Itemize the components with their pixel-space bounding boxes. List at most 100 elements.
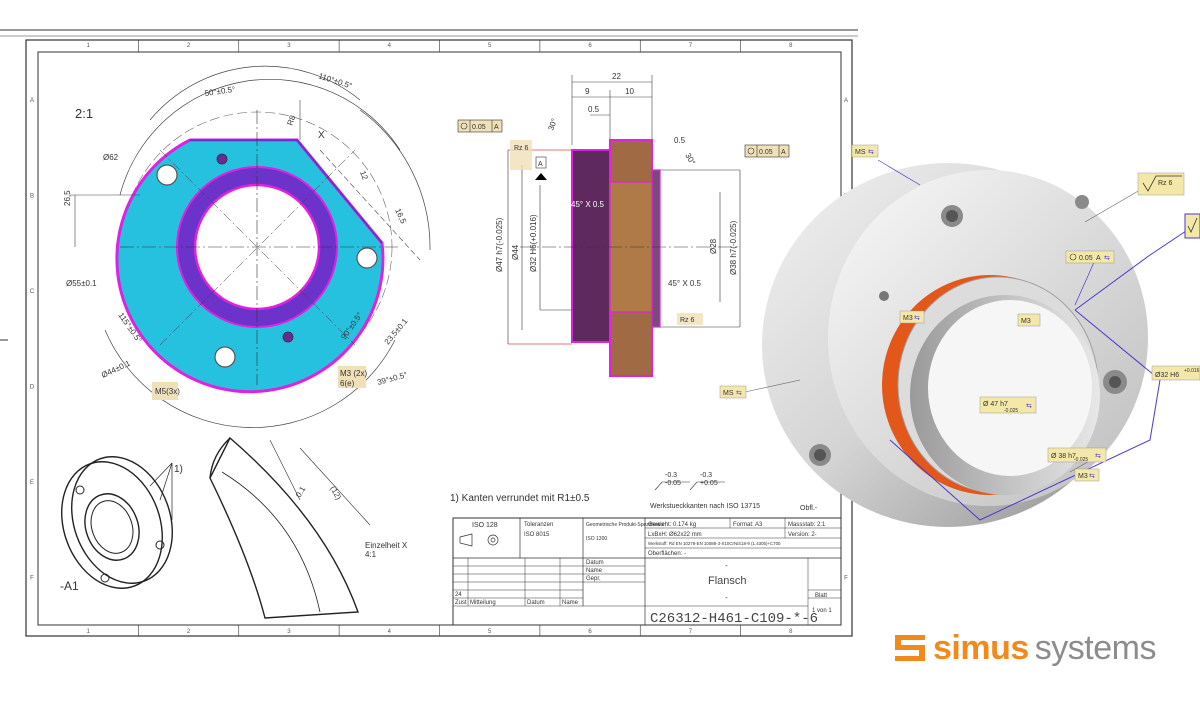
chamfer-1: 45° X 0.5: [571, 200, 605, 209]
pmi-d38-tol: -0.025: [1074, 457, 1088, 463]
pmi-tolerance: 0.05 A ⇆: [1065, 250, 1115, 264]
chamfer-2: 45° X 0.5: [668, 279, 702, 288]
thread-m3-annotation: M3 (2x): [340, 369, 367, 378]
grid-row-label: D: [30, 384, 35, 390]
tb-zust: Zust: [455, 600, 467, 606]
dim-ang30a: 30°: [546, 117, 559, 131]
logo-suffix: systems: [1034, 629, 1157, 667]
dim-w05b: 0.5: [674, 136, 686, 145]
grid-row-label: C: [30, 289, 35, 295]
tolerance-frame-right: 0.05 A: [744, 144, 790, 158]
edge-tol-b: -0.05: [665, 480, 681, 487]
roughness-1: Rz 6: [514, 145, 529, 152]
pmi-link-icon: ⇆: [914, 315, 920, 322]
pmi-d32: Ø32 H6 +0.016: [1151, 365, 1200, 381]
scale-label: 2:1: [75, 106, 93, 121]
tol1-ref: A: [494, 124, 499, 131]
detail-view: 0.1 (12) Einzelheit X 4:1: [209, 436, 408, 619]
tb-num24: 24: [455, 592, 462, 598]
dim-r55: Ø55±0.1: [66, 279, 97, 288]
dim-d32: Ø32 H6(+0.016): [529, 214, 538, 272]
tb-blatt: Blatt: [815, 593, 827, 599]
tb-massstab: Massstab: 2:1: [788, 522, 826, 528]
iso-note-label: 1): [174, 464, 183, 475]
pmi-d32-text: Ø32 H6: [1155, 372, 1179, 379]
grid-col-label: 6: [588, 629, 592, 635]
dim-d38: Ø38 h7(-0.025): [729, 220, 738, 275]
pmi-tol-value: 0.05: [1079, 255, 1093, 262]
model-3d-view: MS ⇆ Rz 6 0.05 A ⇆ M3 ⇆ M3 Ø32 H6: [719, 144, 1200, 527]
pmi-ms-1: MS ⇆: [851, 144, 879, 158]
tb-geo-label: Geometrische Produkt-Spezifikation: [586, 522, 666, 528]
grid-col-label: 1: [87, 43, 91, 49]
edge-tol-c: -0.3: [700, 472, 712, 479]
dim-w22: 22: [612, 72, 621, 81]
tb-geo-val: ISO 1300: [586, 536, 607, 542]
pmi-d47-tol: -0.025: [1004, 408, 1018, 414]
pmi-ms-2: MS ⇆: [719, 385, 747, 399]
dim-angle-50: 50°±0.5°: [204, 85, 236, 98]
tol2-ref: A: [781, 149, 786, 156]
grid-col-label: 4: [388, 629, 392, 635]
dim-w05a: 0.5: [588, 105, 600, 114]
datum-a: A: [538, 161, 543, 168]
tb-drawing-number: C26312-H461-C109-*-6: [650, 611, 818, 627]
tb-surface: Oberflächen: -: [648, 551, 686, 557]
front-view: 2:1 X 50°±0.5° 110°±0.5° R8 Ø62 26,5 Ø55…: [63, 65, 431, 428]
dim-d47: Ø47 h7(-0.025): [495, 217, 504, 272]
grid-col-label: 6: [588, 43, 592, 49]
grid-col-label: 4: [388, 43, 392, 49]
pmi-link-icon: ⇆: [1104, 255, 1110, 262]
pmi-link-icon: ⇆: [1026, 403, 1032, 410]
grid-col-label: 8: [789, 629, 793, 635]
tb-name: Name: [586, 568, 603, 574]
thread-m3-depth: 6(e): [340, 379, 355, 388]
note-edges: 1) Kanten verrundet mit R1±0.5: [450, 493, 590, 504]
tb-tol-val: ISO 8015: [524, 532, 550, 538]
tb-gepr: Gepr.: [586, 576, 601, 582]
pmi-m3-2: M3: [1017, 313, 1041, 327]
grid-row-label: B: [30, 193, 34, 199]
tb-name2: Name: [562, 600, 579, 606]
title-block: ISO 128 Toleranzen ISO 8015 Geometrische…: [452, 517, 842, 627]
tb-iso: ISO 128: [472, 522, 498, 529]
tb-part-name: Flansch: [708, 575, 747, 587]
detail-title: Einzelheit X: [365, 541, 408, 550]
view-a1-label: -A1: [60, 579, 79, 593]
pmi-ms-2-text: MS: [723, 390, 734, 397]
dim-w9: 9: [585, 87, 590, 96]
grid-col-label: 7: [689, 629, 693, 635]
dim-d62: Ø62: [103, 153, 119, 162]
surface-note: Obfl.-: [800, 505, 818, 512]
grid-col-label: 5: [488, 43, 492, 49]
tolerance-frame-left: 0.05 A: [457, 119, 503, 133]
tb-material: Werkstoff: Rd EN 10278-EN 10088-3-X10CrN…: [648, 541, 781, 546]
dim-d44s: Ø44: [511, 244, 520, 260]
grid-col-label: 7: [689, 43, 693, 49]
tol1-value: 0.05: [472, 124, 486, 131]
pmi-m3-3: M3 ⇆: [1074, 468, 1100, 482]
tb-tol-label: Toleranzen: [524, 522, 553, 528]
thread-m5-annotation: M5(3x): [155, 387, 180, 396]
logo-mark-icon: [895, 635, 925, 661]
pmi-link-icon: ⇆: [1089, 473, 1095, 480]
grid-col-label: 2: [187, 43, 191, 49]
tb-blatt-val: 1 von 1: [812, 608, 832, 614]
detail-scale: 4:1: [365, 550, 377, 559]
tb-datum2: Datum: [527, 600, 545, 606]
grid-row-label: F: [30, 575, 34, 581]
grid-row-label: E: [30, 480, 34, 486]
pmi-link-icon: ⇆: [1095, 453, 1101, 460]
tb-dash2: -: [725, 593, 728, 602]
pmi-m3-3-text: M3: [1078, 473, 1088, 480]
pmi-ms-1-text: MS: [855, 149, 866, 156]
grid-col-label: 3: [287, 629, 291, 635]
tb-dims: LxBxH: Ø62x22 mm: [648, 532, 702, 538]
pmi-m3-2-text: M3: [1021, 318, 1031, 325]
dim-w10: 10: [625, 87, 634, 96]
grid-row-label: A: [30, 98, 34, 104]
